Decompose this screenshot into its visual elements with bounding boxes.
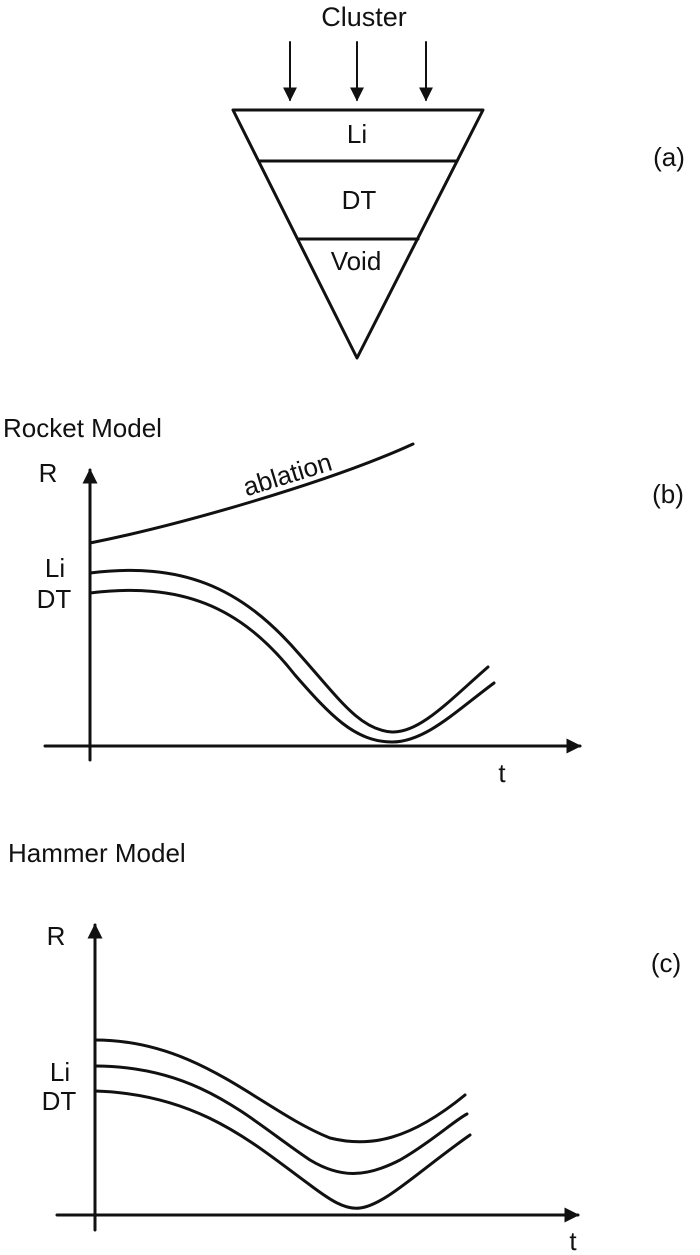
layer-label-li: Li: [347, 119, 367, 149]
hammer-outer-curve: [93, 1038, 467, 1144]
rocket-x-axis-label: t: [498, 758, 506, 788]
hammer-li-label: Li: [50, 1057, 70, 1087]
panel-c: Hammer Model R t Li DT (c): [8, 838, 681, 1255]
rocket-y-axis-label: R: [39, 458, 58, 488]
rocket-ablation-curve: [88, 442, 415, 545]
panel-a: Cluster Li DT Void (a): [231, 2, 685, 360]
panel-label-b: (b): [652, 479, 684, 509]
hammer-dt-label: DT: [42, 1086, 77, 1116]
layer-label-void: Void: [331, 246, 382, 276]
hammer-y-axis-label: R: [47, 921, 66, 951]
rocket-dt-label: DT: [37, 584, 72, 614]
hammer-li-curve: [93, 1064, 469, 1175]
rocket-li-curve: [88, 568, 490, 734]
rocket-model-title: Rocket Model: [3, 413, 162, 443]
cluster-title: Cluster: [321, 2, 407, 32]
hammer-model-title: Hammer Model: [8, 838, 186, 868]
hammer-x-axis-label: t: [569, 1226, 577, 1255]
rocket-ablation-label: ablation: [239, 447, 335, 502]
panel-b: Rocket Model R t ablation Li DT (b): [3, 413, 684, 788]
panel-label-c: (c): [651, 948, 681, 978]
hammer-dt-curve: [93, 1089, 472, 1210]
panel-label-a: (a): [653, 142, 685, 172]
rocket-li-label: Li: [45, 553, 65, 583]
rocket-dt-curve: [88, 588, 496, 744]
layer-label-dt: DT: [342, 185, 377, 215]
target-cone: [231, 108, 485, 360]
